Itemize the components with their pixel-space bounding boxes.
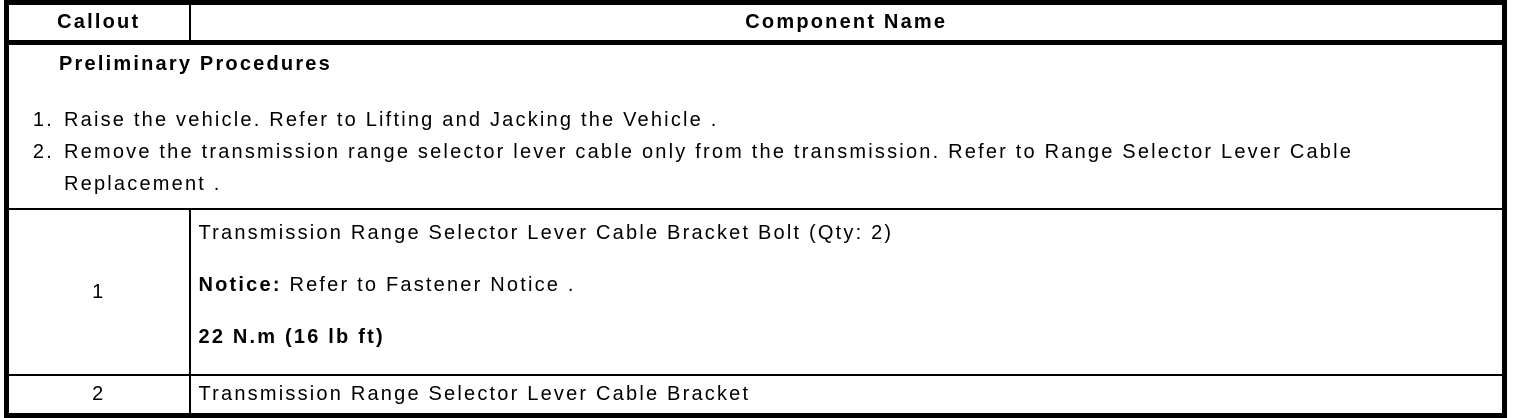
callout-column-header: Callout <box>5 1 191 45</box>
component-name-text: Transmission Range Selector Lever Cable … <box>188 374 1506 416</box>
step-number: 2. <box>32 141 54 163</box>
step-text-after: . <box>206 173 222 195</box>
table-row-callout-2: 2 Transmission Range Selector Lever Cabl… <box>5 374 1506 416</box>
callout-number: 2 <box>5 374 191 416</box>
table-row-callout-1: 1 Transmission Range Selector Lever Cabl… <box>5 208 1506 376</box>
step-text: Raise the vehicle. Refer to Lifting and … <box>64 104 1488 136</box>
step-number: 1. <box>32 109 54 131</box>
notice-text-after: . <box>560 274 576 296</box>
preliminary-procedures-row: Preliminary Procedures 1. Raise the vehi… <box>5 41 1506 210</box>
step-text: Remove the transmission range selector l… <box>64 136 1488 200</box>
reference-link[interactable]: Lifting and Jacking the Vehicle <box>365 109 703 131</box>
list-item-1: 1. Raise the vehicle. Refer to Lifting a… <box>9 104 1488 136</box>
component-name-text: Transmission Range Selector Lever Cable … <box>198 222 894 244</box>
step-text-after: . <box>703 109 719 131</box>
preliminary-procedures-cell: Preliminary Procedures 1. Raise the vehi… <box>5 41 1506 210</box>
notice-line: Notice: Refer to Fastener Notice . <box>199 270 1491 300</box>
component-callout-table: Callout Component Name Preliminary Proce… <box>4 0 1507 418</box>
torque-spec: 22 N.m (16 lb ft) <box>198 326 385 348</box>
step-text-before: Raise the vehicle. Refer to <box>64 109 366 131</box>
preliminary-steps-list: 1. Raise the vehicle. Refer to Lifting a… <box>9 104 1488 200</box>
notice-text: Refer to <box>281 274 386 296</box>
list-item-2: 2. Remove the transmission range selecto… <box>9 136 1488 200</box>
reference-link[interactable]: Range Selector Lever Cable Replacement <box>64 141 1354 195</box>
component-cell: Transmission Range Selector Lever Cable … <box>188 208 1506 376</box>
table-header-row: Callout Component Name <box>5 1 1506 45</box>
preliminary-procedures-title: Preliminary Procedures <box>59 53 332 75</box>
step-text-before: Remove the transmission range selector l… <box>64 141 1045 163</box>
notice-label: Notice: <box>198 274 282 296</box>
component-name-column-header: Component Name <box>188 1 1506 45</box>
reference-link[interactable]: Fastener Notice <box>385 274 561 296</box>
callout-number: 1 <box>5 208 191 376</box>
